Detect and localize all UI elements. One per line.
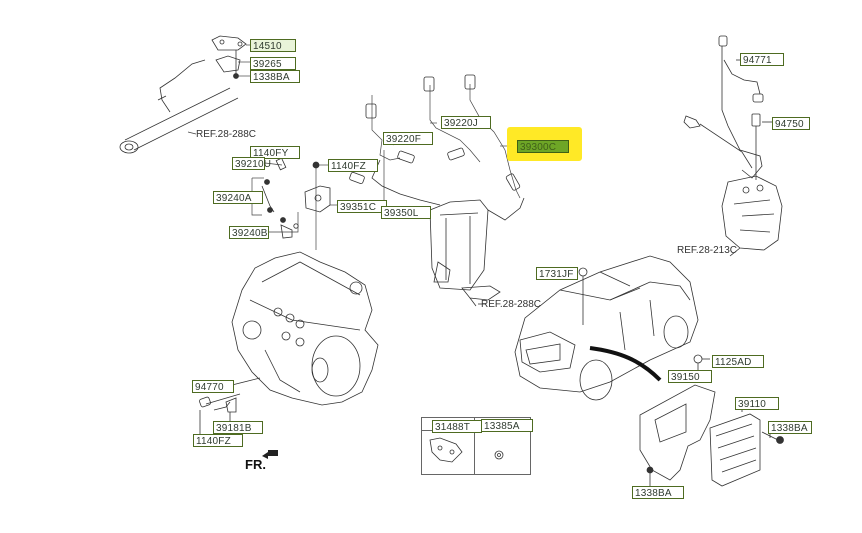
part-label-94750[interactable]: 94750 xyxy=(772,117,810,130)
part-label-39210u[interactable]: 39210U xyxy=(232,157,271,170)
ref-catalytic-converter[interactable]: REF.28-288C xyxy=(481,299,542,310)
part-label-39240b[interactable]: 39240B xyxy=(229,226,269,239)
part-label-39220j[interactable]: 39220J xyxy=(441,116,491,129)
part-label-1338ba-top[interactable]: 1338BA xyxy=(250,70,300,83)
part-label-39110[interactable]: 39110 xyxy=(735,397,779,410)
part-label-39240a[interactable]: 39240A xyxy=(213,191,263,204)
part-label-39265[interactable]: 39265 xyxy=(250,57,296,70)
sensor-14510-drawing xyxy=(211,35,247,79)
bracket-39351c-drawing xyxy=(304,161,331,213)
exhaust-pipe-drawing xyxy=(119,59,239,154)
leader-lines xyxy=(187,44,521,250)
o2-sensor-connectors xyxy=(349,74,521,206)
part-label-1140fz-bottom[interactable]: 1140FZ xyxy=(193,434,243,447)
ref-transmission[interactable]: REF.28-213C xyxy=(677,245,738,256)
part-label-39150[interactable]: 39150 xyxy=(668,370,712,383)
catalytic-converter-drawing xyxy=(429,197,525,307)
knock-sensor-drawing xyxy=(199,377,261,434)
part-label-94770[interactable]: 94770 xyxy=(192,380,234,393)
transmission-sensor-drawing xyxy=(683,35,783,257)
part-label-14510[interactable]: 14510 xyxy=(250,39,296,52)
engine-block-drawing xyxy=(231,251,379,406)
part-label-1140fz-mid[interactable]: 1140FZ xyxy=(328,159,378,172)
part-label-39220f[interactable]: 39220F xyxy=(383,132,433,145)
part-label-31488t[interactable]: 31488T xyxy=(432,420,482,433)
part-label-39351c[interactable]: 39351C xyxy=(337,200,387,213)
ref-exhaust-pipe[interactable]: REF.28-288C xyxy=(196,129,257,140)
part-label-1338ba-ecu[interactable]: 1338BA xyxy=(768,421,812,434)
ecu-bracket-drawing xyxy=(639,354,784,487)
part-label-1125ad[interactable]: 1125AD xyxy=(712,355,764,368)
part-label-94771[interactable]: 94771 xyxy=(740,53,784,66)
part-label-1731jf[interactable]: 1731JF xyxy=(536,267,578,280)
part-label-39181b[interactable]: 39181B xyxy=(213,421,263,434)
inset-divider-v xyxy=(474,418,475,474)
vehicle-drawing xyxy=(514,255,699,401)
part-label-39300c-selected[interactable]: 39300C xyxy=(517,140,569,153)
front-direction-label: FR. xyxy=(245,457,266,472)
part-label-1140fy[interactable]: 1140FY xyxy=(250,146,300,159)
part-label-13385a[interactable]: 13385A xyxy=(481,419,533,432)
part-label-39350l[interactable]: 39350L xyxy=(381,206,431,219)
inset-parts-drawing xyxy=(429,437,504,463)
front-arrow-icon xyxy=(262,450,278,459)
part-label-1338ba-bracket[interactable]: 1338BA xyxy=(632,486,684,499)
